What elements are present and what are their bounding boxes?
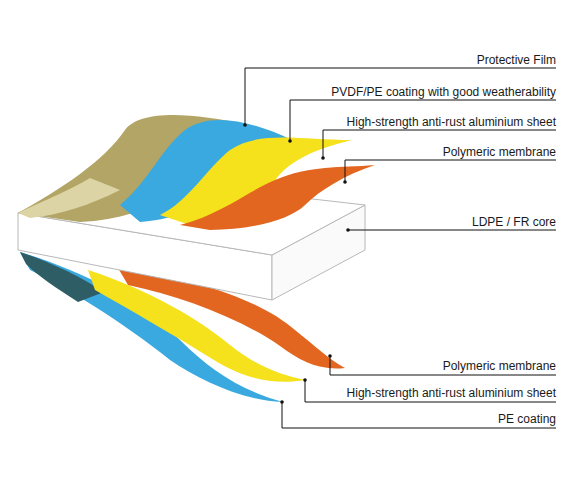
leader-dot [243, 123, 247, 127]
part-label: High-strength anti-rust aluminium sheet [236, 386, 556, 400]
leader-dot [280, 400, 284, 404]
sheet-back-face [18, 178, 120, 218]
leader-dot [321, 156, 325, 160]
leader-line [348, 230, 556, 231]
polymeric-membrane [180, 165, 375, 230]
part-label: Polymeric membrane [236, 145, 556, 159]
part-label: LDPE / FR core [236, 215, 556, 229]
part-label: PVDF/PE coating with good weatherability [236, 85, 556, 99]
part-label: Protective Film [236, 53, 556, 67]
leader-dot [303, 378, 307, 382]
part-label: PE coating [236, 412, 556, 426]
leader-dot [288, 139, 292, 143]
part-label: Polymeric membrane [236, 359, 556, 373]
leader-line [345, 160, 556, 182]
leader-dot [346, 228, 350, 232]
leader-dot [328, 354, 332, 358]
leader-dot [343, 180, 347, 184]
part-label: High-strength anti-rust aluminium sheet [236, 115, 556, 129]
